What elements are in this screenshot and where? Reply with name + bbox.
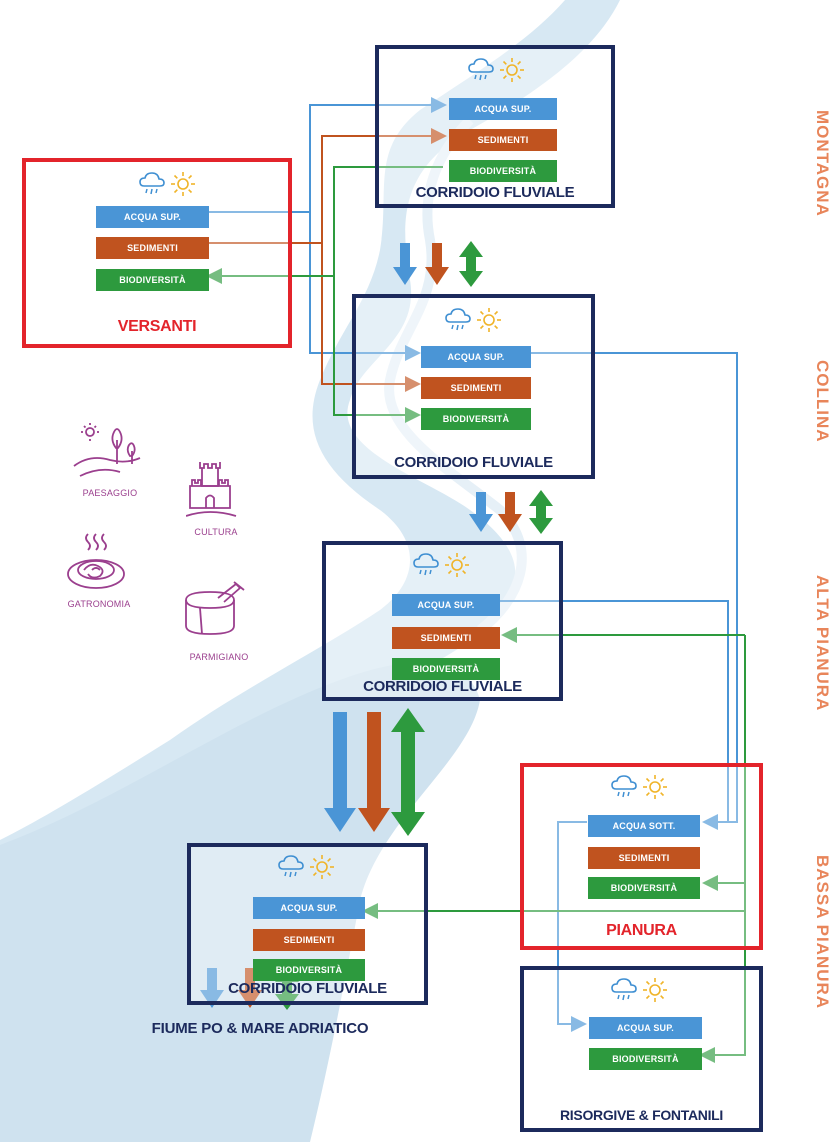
biodiversity-updown-arrow — [529, 490, 553, 534]
sun-icon — [643, 978, 667, 1002]
sun-icon — [445, 553, 469, 577]
sun-icon — [477, 308, 501, 332]
risorgive-box: ACQUA SUP. BIODIVERSITÀ RISORGIVE & FONT… — [520, 966, 763, 1132]
region-label-montagna: MONTAGNA — [813, 110, 832, 217]
parmesan-cheese-icon — [185, 581, 245, 635]
corridor-title: CORRIDOIO FLUVIALE — [394, 454, 553, 471]
rain-cloud-icon — [468, 58, 494, 81]
corridor-box-1: ACQUA SUP. SEDIMENTI BIODIVERSITÀ CORRID… — [375, 45, 615, 208]
weather-icons — [277, 853, 337, 881]
tag-biodiversita: BIODIVERSITÀ — [589, 1048, 702, 1070]
sun-icon — [500, 58, 524, 82]
region-label-alta-pianura: ALTA PIANURA — [813, 575, 832, 712]
biodiversity-updown-arrow — [391, 708, 425, 836]
tag-sedimenti: SEDIMENTI — [449, 129, 557, 151]
corridor-title: CORRIDOIO FLUVIALE — [228, 980, 387, 997]
tag-acqua-sup: ACQUA SUP. — [589, 1017, 702, 1039]
tag-acqua-sup: ACQUA SUP. — [421, 346, 531, 368]
tag-biodiversita: BIODIVERSITÀ — [96, 269, 209, 291]
tag-sedimenti: SEDIMENTI — [253, 929, 365, 951]
connector-sediment-versanti — [205, 128, 447, 244]
tag-acqua-sup: ACQUA SUP. — [253, 897, 365, 919]
weather-icons — [467, 56, 527, 84]
tag-sedimenti: SEDIMENTI — [96, 237, 209, 259]
weather-icons — [138, 170, 198, 198]
corridor-box-3: ACQUA SUP. SEDIMENTI BIODIVERSITÀ CORRID… — [322, 541, 563, 701]
tag-biodiversita: BIODIVERSITÀ — [253, 959, 365, 981]
culture-label-gastronomia: GATRONOMIA — [67, 599, 131, 609]
rain-cloud-icon — [139, 172, 165, 195]
sediment-down-arrow — [238, 968, 262, 1008]
tag-biodiversita: BIODIVERSITÀ — [421, 408, 531, 430]
culture-label-cultura: CULTURA — [194, 527, 238, 537]
tag-acqua-sup: ACQUA SUP. — [449, 98, 557, 120]
versanti-box: ACQUA SUP. SEDIMENTI BIODIVERSITÀ VERSAN… — [22, 158, 292, 348]
castle-icon — [186, 462, 237, 517]
tag-acqua-sup: ACQUA SUP. — [96, 206, 209, 228]
rain-cloud-icon — [413, 553, 439, 576]
corridor-box-4: ACQUA SUP. SEDIMENTI BIODIVERSITÀ CORRID… — [187, 843, 428, 1005]
footer-label: FIUME PO & MARE ADRIATICO — [151, 1020, 369, 1037]
versanti-title: VERSANTI — [117, 318, 197, 335]
risorgive-title: RISORGIVE & FONTANILI — [560, 1107, 723, 1123]
sun-icon — [643, 775, 667, 799]
weather-icons — [412, 551, 472, 579]
connector-water-to-pianura — [530, 352, 738, 830]
rain-cloud-icon — [611, 775, 637, 798]
connector-biodiversity-network — [699, 635, 746, 1063]
landscape-icon — [73, 423, 141, 477]
tag-biodiversita: BIODIVERSITÀ — [449, 160, 557, 182]
sediment-down-arrow — [358, 712, 390, 832]
pianura-title: PIANURA — [606, 922, 677, 939]
biodiversity-updown-arrow — [459, 241, 483, 287]
tag-sedimenti: SEDIMENTI — [392, 627, 500, 649]
sun-icon — [171, 172, 195, 196]
connector-water-to-risorgive — [557, 821, 587, 1032]
flow-arrows-1 — [393, 241, 483, 287]
flow-arrows-2 — [469, 490, 553, 534]
tag-sedimenti: SEDIMENTI — [588, 847, 700, 869]
sun-icon — [310, 855, 334, 879]
water-down-arrow — [324, 712, 356, 832]
water-down-arrow — [200, 968, 224, 1008]
corridor-box-2: ACQUA SUP. SEDIMENTI BIODIVERSITÀ CORRID… — [352, 294, 595, 479]
rain-cloud-icon — [445, 308, 471, 331]
corridor-title: CORRIDOIO FLUVIALE — [363, 678, 522, 695]
weather-icons — [610, 976, 670, 1004]
region-label-collina: COLLINA — [813, 360, 832, 443]
water-down-arrow — [469, 492, 493, 532]
tag-sedimenti: SEDIMENTI — [421, 377, 531, 399]
corridor-title: CORRIDOIO FLUVIALE — [415, 184, 575, 201]
sediment-down-arrow — [498, 492, 522, 532]
connector-biodiversity-versanti — [206, 166, 443, 284]
water-down-arrow — [393, 243, 417, 285]
weather-icons — [610, 773, 670, 801]
culture-label-paesaggio: PAESAGGIO — [82, 488, 138, 498]
flow-arrows-3 — [324, 708, 425, 836]
culture-label-parmigiano: PARMIGIANO — [189, 652, 249, 662]
pasta-dish-icon — [67, 533, 125, 589]
sediment-down-arrow — [425, 243, 449, 285]
tag-biodiversita: BIODIVERSITÀ — [392, 658, 500, 680]
region-label-bassa-pianura: BASSA PIANURA — [813, 855, 832, 1010]
pianura-box: ACQUA SOTT. SEDIMENTI BIODIVERSITÀ PIANU… — [520, 763, 763, 950]
rain-cloud-icon — [278, 855, 304, 878]
rain-cloud-icon — [611, 978, 637, 1001]
tag-acqua-sup: ACQUA SUP. — [392, 594, 500, 616]
weather-icons — [444, 306, 504, 334]
tag-biodiversita: BIODIVERSITÀ — [588, 877, 700, 899]
tag-acqua-sott: ACQUA SOTT. — [588, 815, 700, 837]
